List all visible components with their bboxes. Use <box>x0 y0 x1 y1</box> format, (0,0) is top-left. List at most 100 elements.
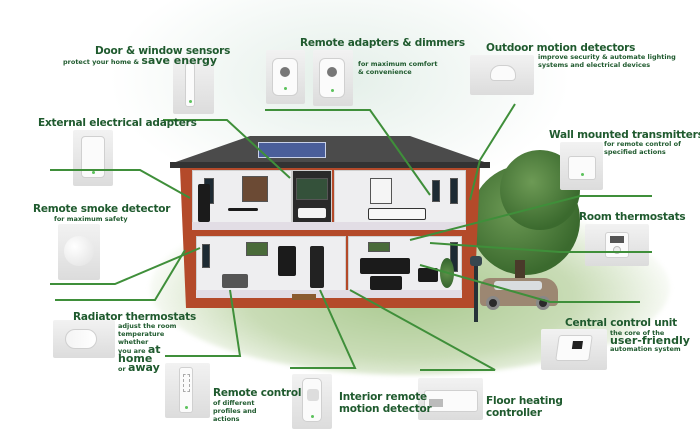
tv <box>370 276 402 290</box>
radiator-thermostat-device <box>65 329 97 349</box>
central-control-subtitle: the core of the user-friendly automation… <box>610 329 700 353</box>
subtitle-line: the core of the <box>610 329 665 337</box>
interior-motion-title-line1: Interior remote <box>339 391 427 403</box>
bathtub <box>298 208 326 218</box>
fridge <box>278 246 296 276</box>
remote-buttons <box>183 374 190 392</box>
potted-plant <box>440 258 454 288</box>
remote-control-device <box>179 367 193 413</box>
wall-transmitters-subtitle: for remote control of specified actions <box>604 140 681 156</box>
terminal-block <box>429 399 443 407</box>
thermostat-display <box>610 236 624 243</box>
smoke-detector-device <box>64 236 94 266</box>
status-led <box>185 406 188 409</box>
socket <box>280 67 290 77</box>
central-control-title: Central control unit <box>565 317 677 329</box>
window <box>202 244 210 268</box>
thermostat-device <box>605 232 629 258</box>
bookshelf <box>198 184 210 222</box>
room-thermostats-title: Room thermostats <box>579 211 686 223</box>
central-control-image <box>541 329 607 370</box>
motion-lens <box>307 389 319 401</box>
interior-motion-image <box>292 374 332 429</box>
wall-transmitter-device <box>568 156 596 180</box>
spiral-stairs <box>310 246 324 288</box>
subtitle-small: protect your home & <box>63 58 140 66</box>
subtitle-small: you are <box>118 347 146 355</box>
floor-heating-title-line1: Floor heating <box>486 395 563 407</box>
remote-adapters-title: Remote adapters & dimmers <box>300 37 465 49</box>
external-adapter-device <box>81 136 105 178</box>
subtitle-line-home: you are at home <box>118 343 178 365</box>
window <box>242 176 268 202</box>
smoke-detector-title: Remote smoke detector <box>33 203 171 215</box>
wall-transmitters-title: Wall mounted transmitters <box>549 129 700 141</box>
status-led <box>311 415 314 418</box>
window <box>246 242 268 256</box>
doormat <box>292 294 316 300</box>
subtitle-line: adjust the room temperature whether <box>118 322 177 346</box>
motion-detector-device <box>490 65 516 81</box>
door-window-sensors-title: Door & window sensors <box>95 45 231 57</box>
car-wheel <box>536 296 550 310</box>
control-screen <box>571 341 583 349</box>
sofa <box>360 258 410 274</box>
dimmer-device <box>319 58 345 98</box>
interior-motion-title-line2: motion detector <box>339 403 432 415</box>
outdoor-motion-subtitle: improve security & automate lighting sys… <box>538 53 676 69</box>
remote-control-title: Remote control <box>213 387 302 399</box>
subtitle-small: or <box>118 365 126 373</box>
radiator-thermostats-subtitle: adjust the room temperature whether you … <box>118 322 178 373</box>
upper-floor <box>192 222 466 230</box>
street-lamp <box>474 262 478 322</box>
armchair <box>418 268 438 282</box>
room-thermostat-image <box>585 224 649 266</box>
status-led <box>189 100 192 103</box>
remote-adapters-subtitle: for maximum comfort & convenience <box>358 60 438 76</box>
subtitle-emphasis: user-friendly <box>610 334 690 347</box>
desk <box>228 208 258 211</box>
window <box>450 178 458 204</box>
bed <box>368 208 426 220</box>
outdoor-motion-detector-image <box>470 55 534 95</box>
window <box>432 180 440 202</box>
smoke-detector-image <box>58 224 100 280</box>
subtitle-emphasis: at home <box>118 343 161 365</box>
door-window-sensor-image <box>173 57 214 114</box>
status-led <box>331 89 334 92</box>
window <box>370 178 392 204</box>
subtitle-emphasis: away <box>127 361 160 374</box>
car <box>480 278 558 310</box>
status-led <box>284 87 287 90</box>
radiator-thermostat-image <box>53 320 115 358</box>
socket <box>327 67 337 77</box>
external-adapter-image <box>73 130 113 186</box>
solar-panel <box>258 142 326 158</box>
floor-heating-image <box>418 378 483 420</box>
roof <box>170 136 490 168</box>
remote-adapter-image-1 <box>266 50 305 104</box>
subtitle-line-away: or away <box>118 361 178 374</box>
door-window-sensors-subtitle: protect your home & save energy <box>63 54 217 67</box>
floor-heating-device <box>424 390 478 412</box>
thermostat-dial <box>613 246 621 254</box>
window <box>368 242 390 252</box>
car-window <box>494 281 542 290</box>
subtitle-emphasis: save energy <box>141 54 217 67</box>
status-led <box>581 173 584 176</box>
dining-table <box>222 274 248 288</box>
floor-heating-title-line2: controller <box>486 407 542 419</box>
remote-adapter-image-2 <box>313 50 353 106</box>
lower-floor <box>196 290 462 298</box>
subtitle-line: automation system <box>610 345 681 353</box>
central-control-device <box>555 335 593 361</box>
house-cutaway <box>170 128 490 318</box>
wall-transmitter-image <box>560 142 603 190</box>
smoke-detector-subtitle: for maximum safety <box>54 215 128 223</box>
sensor-device <box>185 63 195 107</box>
interior-motion-device <box>302 378 322 422</box>
street-lamp-head <box>470 256 482 266</box>
window <box>296 178 328 200</box>
status-led <box>92 171 95 174</box>
